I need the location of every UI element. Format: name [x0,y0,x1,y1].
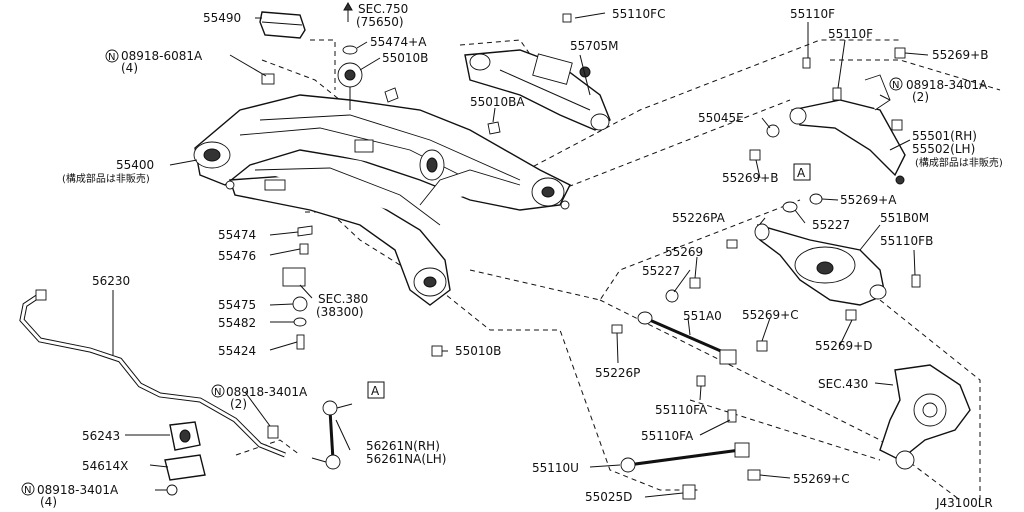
label-55705m: 55705M [570,39,619,53]
label-551a0: 551A0 [683,309,722,323]
label-55482: 55482 [218,316,256,330]
label-55269: 55269 [665,245,703,259]
svg-text:N: N [214,387,221,398]
reference-box-a-left: A [367,381,385,399]
label-55424: 55424 [218,344,256,358]
label-55475: 55475 [218,298,256,312]
label-sec750-ref: (75650) [356,15,404,29]
leader-lines [112,12,929,498]
n-symbol-6081a: N [105,49,119,63]
label-55502: 55502(LH) [912,142,975,156]
label-55110fb: 55110FB [880,234,933,248]
nut-symbols: N N N N [21,49,903,496]
label-56261n: 56261N(RH) [366,439,440,453]
suspension-member-frame [193,62,571,306]
stabilizer-link-56261n [311,400,353,470]
label-08918-3401a-left-qty: (2) [230,397,247,411]
label-54614x: 54614X [82,459,128,473]
label-55474a: 55474+A [370,35,427,49]
label-55110u: 55110U [532,461,579,475]
label-55474: 55474 [218,228,256,242]
label-08918-3401a-bottom-qty: (4) [40,495,57,509]
label-56230: 56230 [92,274,130,288]
link-551a0 [637,311,737,365]
label-55226p: 55226P [595,366,640,380]
label-08918-6081a-qty: (4) [121,61,138,75]
label-08918-3401a-right-qty: (2) [912,90,929,104]
label-55269a: 55269+A [840,193,897,207]
stabilizer-bushing [164,421,206,496]
fasteners [261,1,921,500]
note-left: (構成部品は非販売) [62,172,150,185]
diagram-code: J43100LR [935,496,993,510]
label-55226pa: 55226PA [672,211,726,225]
label-08918-6081a: 08918-6081A [121,49,203,63]
knuckle-sec430 [879,364,971,470]
n-symbol-3401a-left: N [211,384,225,398]
label-08918-3401a-left: 08918-3401A [226,385,308,399]
label-55010b-low: 55010B [455,344,501,358]
stabilizer-bar-56230 [19,289,286,458]
label-55269b-mid: 55269+B [722,171,778,185]
svg-text:N: N [108,52,115,63]
label-55501: 55501(RH) [912,129,977,143]
n-symbol-3401a-bottom: N [21,482,35,496]
upper-link-55501 [789,74,906,185]
n-symbol-3401a-right: N [889,77,903,91]
label-55010ba: 55010BA [470,95,525,109]
part-labels: 55490 SEC.750 (75650) 55110FC 55110F 551… [37,2,1003,510]
reference-a-left: A [371,384,380,398]
label-08918-3401a-bottom: 08918-3401A [37,483,119,497]
label-55269d: 55269+D [815,339,872,353]
label-55269c-low: 55269+C [793,472,850,486]
lower-arm-551b0m [754,223,887,306]
label-55269b-top: 55269+B [932,48,988,62]
note-right: (構成部品は非販売) [915,156,1003,169]
label-55476: 55476 [218,249,256,263]
label-56243: 56243 [82,429,120,443]
label-55110fc: 55110FC [612,7,665,21]
label-08918-3401a-right: 08918-3401A [906,78,988,92]
label-55400: 55400 [116,158,154,172]
control-unit-55490 [259,11,306,39]
link-55110u [620,442,750,473]
label-55110f-a: 55110F [790,7,835,21]
label-sec750: SEC.750 [358,2,408,16]
reference-box-a-right: A [793,163,811,181]
label-55110fa-b: 55110FA [641,429,694,443]
label-sec380-ref: (38300) [316,305,364,319]
label-55010b-top: 55010B [382,51,428,65]
label-55227-mid: 55227 [642,264,680,278]
label-55227-top: 55227 [812,218,850,232]
actuator-55705m [464,49,611,131]
label-55110f-b: 55110F [828,27,873,41]
label-sec380: SEC.380 [318,292,368,306]
label-55490: 55490 [203,11,241,25]
label-sec430: SEC.430 [818,377,868,391]
label-55025d: 55025D [585,490,632,504]
label-551b0m: 551B0M [880,211,929,225]
label-55269c-mid: 55269+C [742,308,799,322]
label-55045e: 55045E [698,111,744,125]
svg-text:N: N [892,80,899,91]
dashed-reference-lines [235,39,1001,501]
svg-text:N: N [24,485,31,496]
label-55110fa-a: 55110FA [655,403,708,417]
label-56261na: 56261NA(LH) [366,452,446,466]
reference-a-right: A [797,166,806,180]
